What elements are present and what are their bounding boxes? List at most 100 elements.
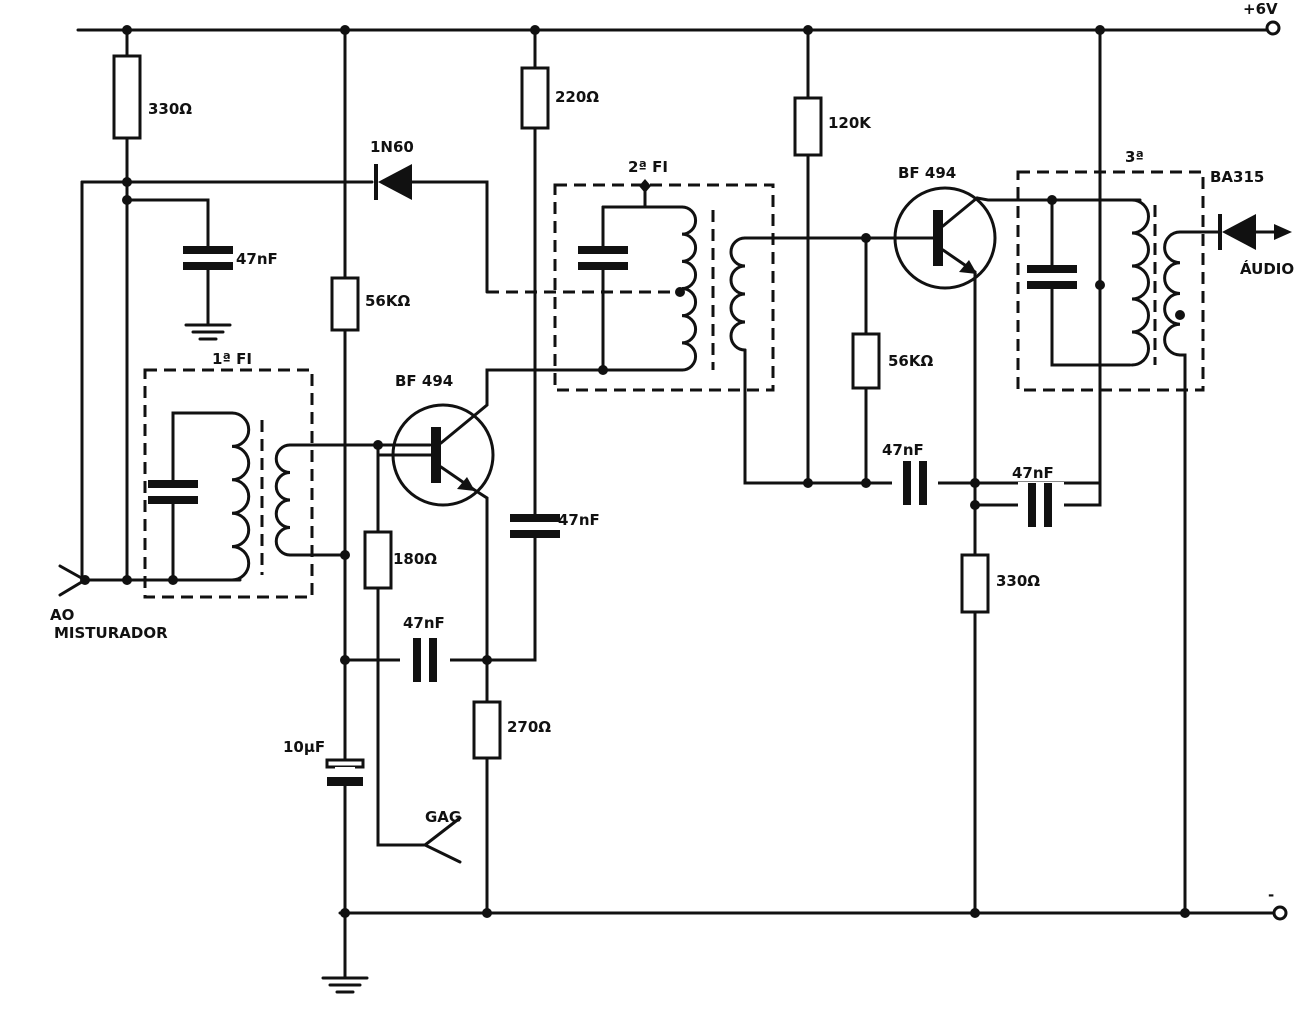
c5-label: 47nF [403,614,445,632]
capacitor-plate [148,496,198,504]
junction-dot [970,478,980,488]
wire-gap [400,638,450,682]
wire [973,28,1102,507]
c3-label: 47nF [1012,464,1054,482]
r7-label: 330Ω [996,572,1040,590]
junction-dot [675,287,685,297]
r1-label: 330Ω [148,100,192,118]
diode-triangle [378,164,412,200]
c1-label: 47nF [236,250,278,268]
transistor-base [933,210,943,266]
resistor [793,96,823,157]
if2-terminal [639,179,651,193]
c6-label: 10µF [283,738,325,756]
wire [125,198,210,252]
inductor-coil [274,443,292,557]
wire [171,411,234,486]
junction-dot [482,908,492,918]
resistor [112,54,142,140]
junction-dot [168,575,178,585]
resistor [520,66,550,130]
junction-dot [122,177,132,187]
audio-output-arrow [1274,224,1292,240]
resistor [851,332,881,390]
junction-dot [1047,195,1057,205]
capacitor-plate [1027,281,1077,289]
c2-label: 47nF [882,441,924,459]
capacitor-plate [578,262,628,270]
wire-gap [1018,482,1064,528]
junction-dot [122,25,132,35]
wire [439,413,477,445]
wire-gap [892,460,938,506]
if1-label: 1ª FI [212,350,252,368]
resistor [472,700,502,760]
capacitor-plate [1044,483,1052,527]
junction-dot [598,365,608,375]
resistor [363,530,393,590]
wire [473,368,605,417]
r6-label: 180Ω [393,550,437,568]
resistor [960,553,990,614]
wire [410,180,489,294]
diode-bar [1218,214,1222,250]
resistor [330,276,360,332]
junction-dot [803,478,813,488]
inductor-coil [1163,230,1182,357]
wire-gap [335,767,355,777]
audio-output-label: ÁUDIO [1240,259,1294,278]
q2-label: BF 494 [898,164,956,182]
diode-triangle [1222,214,1256,250]
junction-dot [530,25,540,35]
capacitor-plate [183,246,233,254]
r5-label: 56KΩ [888,352,933,370]
junction-dot [1180,908,1190,918]
emitter-arrow [959,260,977,274]
r2-label: 220Ω [555,88,599,106]
inductor-coil [1130,198,1150,367]
junction-dot [970,500,980,510]
capacitor-plate [429,638,437,682]
input-label-line2: MISTURADOR [54,624,168,642]
capacitor-plate [1028,483,1036,527]
supply-negative-label: - [1268,886,1274,904]
if3-label: 3ª [1125,148,1144,166]
r4-label: 56KΩ [365,292,410,310]
agc-label: GAG [425,808,461,826]
junction-dot [122,575,132,585]
r8-label: 270Ω [507,718,551,736]
input-label-line1: AO [50,606,74,624]
junction-dot [482,655,492,665]
junction-dot [970,908,980,918]
junction-dot [340,908,350,918]
capacitor-plate [510,530,560,538]
junction-dot [861,233,871,243]
labels: +6V - 330Ω 1N60 220Ω 120K 2ª FI BF 494 3… [50,0,1294,904]
capacitor-plate [578,246,628,254]
diode-ba315-label: BA315 [1210,168,1264,186]
junction-dot [861,478,871,488]
capacitor-plate [327,777,363,786]
capacitor-plate [1027,265,1077,273]
diode-bar [374,164,378,200]
if1-shield [143,368,314,599]
wire [743,348,1102,485]
positive-terminal [1265,20,1281,36]
components [80,20,1292,921]
inductor-coil [680,205,698,372]
junction-dot [1095,25,1105,35]
wires [58,28,1277,994]
capacitor-plate [183,262,233,270]
capacitor-plate [148,480,198,488]
wire [601,264,684,372]
transistor-base [431,427,441,483]
wire [975,196,1142,202]
capacitor-plate-positive [325,758,365,769]
if2-shield [553,183,775,392]
capacitor-plate [903,461,911,505]
negative-terminal [1272,905,1288,921]
junction-dot [340,550,350,560]
junction-dot [373,440,383,450]
wire [1050,283,1132,367]
